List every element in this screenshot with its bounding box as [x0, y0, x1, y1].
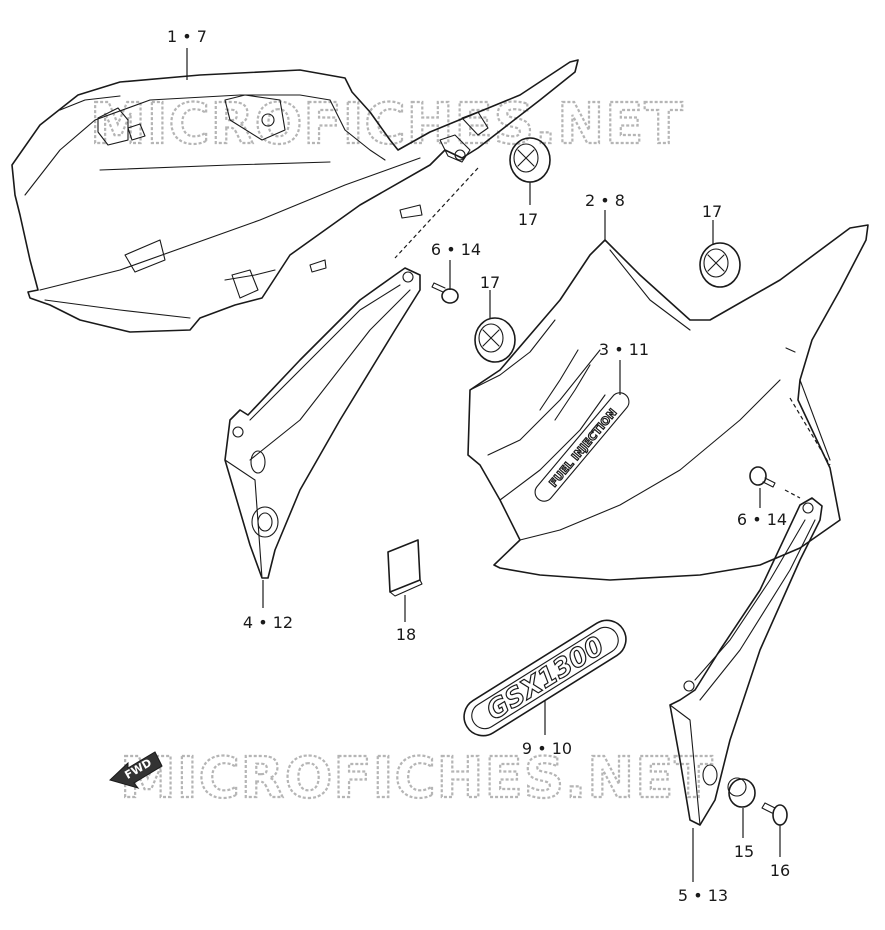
- label-18: 18: [396, 625, 416, 644]
- screw-16: [761, 802, 788, 826]
- label-2-8: 2 • 8: [585, 191, 625, 210]
- part-labels: 1 • 7 2 • 8 3 • 11 4 • 12 5 • 13 6 • 14 …: [167, 27, 790, 905]
- grommet-17-c: [474, 317, 516, 363]
- grommet-17-b: [699, 242, 741, 288]
- watermark-top: MICROFICHES.NET: [90, 92, 684, 157]
- label-1-7: 1 • 7: [167, 27, 207, 46]
- label-6-14-a: 6 • 14: [431, 240, 481, 259]
- part-side-fairing: [467, 224, 869, 581]
- part-frame-cover-left: [224, 267, 421, 579]
- leader-lines: [186, 48, 831, 882]
- part-frame-cover-right: [669, 497, 823, 826]
- label-16: 16: [770, 861, 790, 880]
- watermark-bottom: MICROFICHES.NET: [120, 746, 714, 811]
- label-5-13: 5 • 13: [678, 886, 728, 905]
- pad-18: [387, 539, 423, 597]
- label-17-c: 17: [480, 273, 500, 292]
- label-4-12: 4 • 12: [243, 613, 293, 632]
- label-3-11: 3 • 11: [599, 340, 649, 359]
- label-17-a: 17: [518, 210, 538, 229]
- grommet-15: [727, 777, 756, 808]
- label-15: 15: [734, 842, 754, 861]
- label-9-10: 9 • 10: [522, 739, 572, 758]
- screw-6-14-a: [431, 282, 459, 304]
- part-fuel-injection-decal: FUEL INJECTION: [534, 392, 630, 502]
- fuel-injection-text: FUEL INJECTION: [547, 406, 620, 489]
- grommet-17-a: [509, 137, 551, 183]
- part-seat-tail-cowl: [11, 59, 579, 333]
- label-17-b: 17: [702, 202, 722, 221]
- label-6-14-b: 6 • 14: [737, 510, 787, 529]
- fwd-arrow-icon: FWD: [109, 751, 163, 789]
- screw-6-14-b: [749, 466, 776, 488]
